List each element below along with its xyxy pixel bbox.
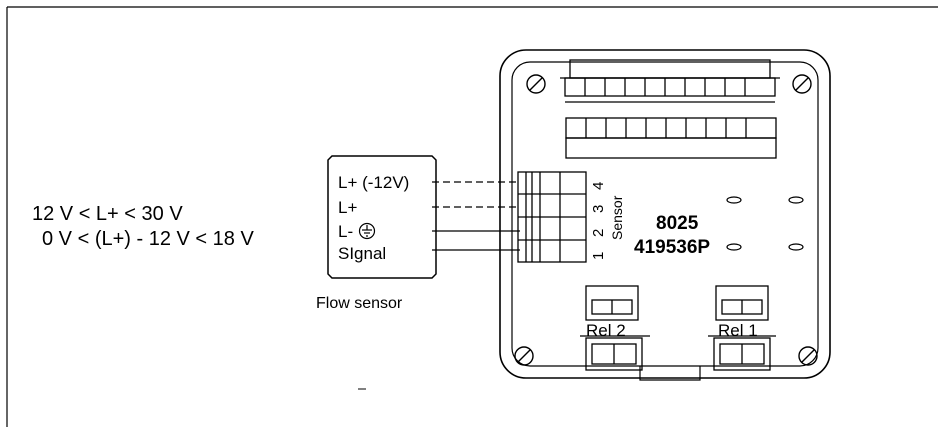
relay-1-connector (715, 285, 769, 321)
pin-number-1: 1 (590, 251, 607, 260)
terminal-label-l-minus-text: L- (338, 222, 358, 241)
terminal-label-l-minus: L- (338, 222, 376, 240)
terminal-label-l-plus-12v: L+ (-12V) (338, 173, 410, 192)
sensor-box (327, 155, 437, 279)
pin-number-3: 3 (590, 204, 607, 213)
device-bottom-tab (639, 366, 701, 381)
screw-icon (514, 74, 818, 366)
pin-number-4: 4 (590, 181, 607, 190)
voltage-condition-2: 0 V < (L+) - 12 V < 18 V (42, 228, 254, 250)
top-terminal-strip (560, 59, 780, 103)
relay-1-label: Rel 1 (718, 321, 758, 340)
relay-2-label: Rel 2 (586, 321, 626, 340)
device-outer (499, 49, 831, 379)
relay-2-connector (585, 285, 639, 321)
sensor-connector-label: Sensor (609, 195, 625, 240)
relay-lower-terminals (580, 335, 776, 371)
flow-sensor-label: Flow sensor (316, 295, 403, 312)
middle-terminal-strip (565, 117, 777, 159)
pin-number-2: 2 (590, 228, 607, 237)
device-part-number: 419536P (634, 237, 711, 258)
terminal-label-signal: SIgnal (338, 244, 387, 263)
ground-symbol-icon (358, 222, 375, 240)
sensor-connector (517, 171, 587, 263)
device-model: 8025 (656, 213, 699, 234)
device-inner (511, 61, 819, 367)
voltage-condition-1: 12 V < L+ < 30 V (32, 203, 183, 225)
terminal-label-l-plus: L+ (338, 198, 358, 217)
oval-holes (726, 196, 804, 251)
